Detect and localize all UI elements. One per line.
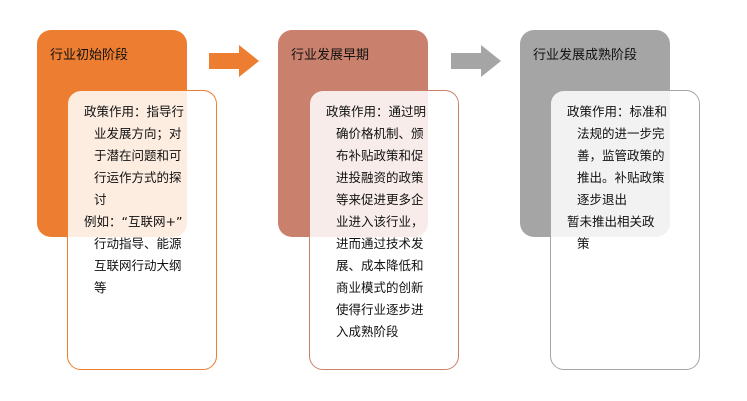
stage2-line: 等来促进更多企 <box>336 192 424 207</box>
stage3-title: 行业发展成熟阶段 <box>533 48 638 63</box>
stage3-line: 策 <box>577 236 590 251</box>
stage1-line: 讨 <box>94 192 107 207</box>
stage1-title: 行业初始阶段 <box>50 48 129 63</box>
stage2-title: 行业发展早期 <box>291 48 370 63</box>
stage1-line: 例如：“互联网+” <box>84 214 183 229</box>
stage1-line: 于潜在问题和可 <box>94 148 182 163</box>
stage3-line: 善，监管政策的 <box>577 148 665 163</box>
stage2-line: 入成熟阶段 <box>336 324 399 339</box>
stage2-detail-box: 政策作用：通过明 确价格机制、颁 布补贴政策和促 进投融资的政策 等来促进更多企… <box>309 90 459 370</box>
stage1-line: 业发展方向；对 <box>94 126 182 141</box>
stage2-line: 政策作用：通过明 <box>326 104 427 119</box>
stage3-detail-box: 政策作用：标准和 法规的进一步完 善，监管政策的 推出。补贴政策 逐步退出 暂未… <box>550 90 700 370</box>
stage3-line: 法规的进一步完 <box>577 126 665 141</box>
stage3-line: 逐步退出 <box>577 192 628 207</box>
stage2-line: 商业模式的创新 <box>336 280 424 295</box>
stage2-line: 使得行业逐步进 <box>336 302 424 317</box>
stage3-line: 推出。补贴政策 <box>577 170 665 185</box>
stage2-line: 确价格机制、颁 <box>336 126 424 141</box>
stage2-line: 业进入该行业， <box>336 214 424 229</box>
stage1-line: 行动指导、能源 <box>94 236 182 251</box>
stage1-line: 政策作用：指导行 <box>84 104 185 119</box>
stage3-line: 暂未推出相关政 <box>567 214 655 229</box>
stage1-line: 等 <box>94 280 107 295</box>
stage3-line: 政策作用：标准和 <box>567 104 668 119</box>
stage2-line: 进而通过技术发 <box>336 236 424 251</box>
stage2-line: 进投融资的政策 <box>336 170 424 185</box>
right-arrow-icon <box>451 45 501 77</box>
stage1-line: 互联网行动大纲 <box>94 258 182 273</box>
stage2-line: 展、成本降低和 <box>336 258 424 273</box>
right-arrow-icon <box>209 45 259 77</box>
stage1-detail-box: 政策作用：指导行 业发展方向；对 于潜在问题和可 行运作方式的探 讨 例如：“互… <box>67 90 217 370</box>
stage2-line: 布补贴政策和促 <box>336 148 424 163</box>
stage1-line: 行运作方式的探 <box>94 170 182 185</box>
